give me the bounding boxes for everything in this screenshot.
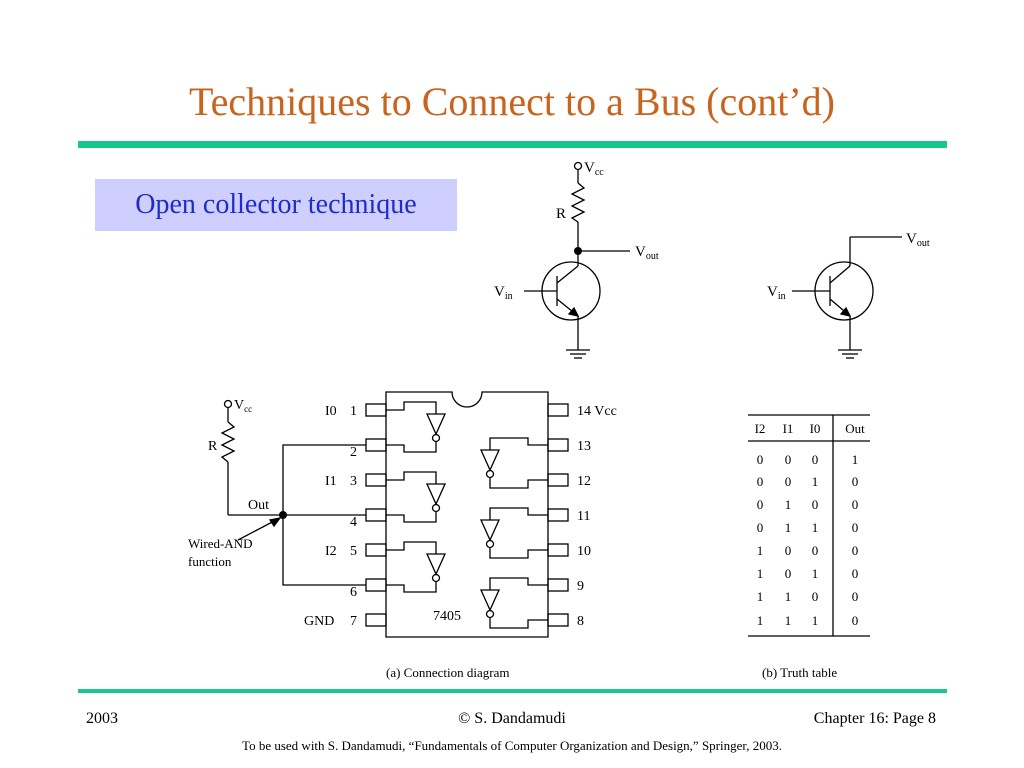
footer-page-number: Chapter 16: Page 8 [813, 710, 936, 727]
transistor-circuit-with-resistor [524, 161, 630, 359]
truth-table-cell: 0 [785, 543, 792, 558]
truth-table-header: Out [845, 421, 865, 436]
truth-table-caption: (b) Truth table [762, 665, 837, 680]
truth-table-cell: 1 [812, 474, 819, 489]
truth-table-cell: 0 [757, 474, 764, 489]
vcc-label-1: Vcc [584, 160, 604, 178]
pin-number-6: 6 [350, 585, 357, 600]
truth-table-header: I1 [783, 421, 794, 436]
chip-7405-body [385, 391, 549, 638]
truth-table-cell: 0 [757, 497, 764, 512]
truth-table-cell: 0 [852, 543, 859, 558]
truth-table-cell: 1 [757, 613, 764, 628]
truth-table-cell: 0 [852, 566, 859, 581]
slide-title: Techniques to Connect to a Bus (cont’d) [189, 79, 835, 124]
pin-label-12: 12 [577, 474, 591, 489]
truth-table-cell: 0 [812, 497, 819, 512]
pin-number-2: 2 [350, 445, 357, 460]
truth-table-cell: 1 [812, 613, 819, 628]
pin-number-3: 3 [350, 474, 357, 489]
pin-label-9: 9 [577, 579, 584, 594]
wired-and-node [279, 511, 287, 519]
pin-number-7: 7 [350, 614, 357, 629]
pin-name-i1: I1 [325, 474, 337, 489]
pin-label-8: 8 [577, 614, 584, 629]
truth-table-cell: 0 [852, 497, 859, 512]
truth-table-cell: 1 [757, 566, 764, 581]
truth-table-cell: 1 [812, 520, 819, 535]
wired-and-resistor [220, 421, 236, 463]
truth-table-cell: 0 [812, 452, 819, 467]
truth-table-cell: 0 [852, 474, 859, 489]
vcc-label-wired: Vcc [234, 398, 252, 414]
resistor-label-wired: R [208, 439, 218, 454]
truth-table-cell: 1 [785, 497, 792, 512]
vcc-terminal-wired [223, 399, 233, 409]
truth-table-header: I2 [755, 421, 766, 436]
vin-label-2: Vin [767, 284, 786, 302]
footer-note: To be used with S. Dandamudi, “Fundament… [242, 738, 782, 753]
bottom-divider [78, 689, 947, 693]
chip-label: 7405 [433, 609, 461, 624]
pin-number-4: 4 [350, 515, 357, 530]
pin-name-i0: I0 [325, 404, 337, 419]
top-divider [78, 141, 947, 148]
pin-number-5: 5 [350, 544, 357, 559]
pin-label-13: 13 [577, 439, 591, 454]
truth-table-cell: 1 [785, 613, 792, 628]
footer-year: 2003 [86, 710, 118, 727]
vin-label-1: Vin [494, 284, 513, 302]
truth-table-cell: 1 [812, 566, 819, 581]
pin-name-i2: I2 [325, 544, 337, 559]
truth-table-header: I0 [810, 421, 821, 436]
connection-diagram [220, 391, 870, 638]
truth-table-cell: 0 [812, 543, 819, 558]
truth-table-cell: 1 [785, 589, 792, 604]
connection-diagram-caption: (a) Connection diagram [386, 665, 509, 680]
truth-table-cell: 0 [785, 452, 792, 467]
truth-table-cell: 0 [757, 520, 764, 535]
truth-table-cell: 1 [852, 452, 859, 467]
transistor-circuit-open [792, 236, 902, 359]
wired-and-label-line1: Wired-AND [188, 536, 252, 551]
section-badge: Open collector technique [95, 179, 457, 231]
vout-label-1: Vout [635, 244, 659, 262]
truth-table-cell: 0 [785, 474, 792, 489]
footer-author: © S. Dandamudi [458, 710, 566, 727]
vout-label-2: Vout [906, 231, 930, 249]
pin-name-gnd: GND [304, 614, 334, 629]
truth-table-cell: 0 [785, 566, 792, 581]
truth-table-cell: 0 [852, 589, 859, 604]
truth-table-cell: 0 [757, 452, 764, 467]
truth-table-cell: 0 [852, 613, 859, 628]
pin-label-11: 11 [577, 509, 590, 524]
truth-table-cell: 1 [785, 520, 792, 535]
truth-table-cell: 0 [852, 520, 859, 535]
pin-label-10: 10 [577, 544, 591, 559]
resistor-label-1: R [556, 206, 566, 222]
truth-table-cell: 1 [757, 543, 764, 558]
wired-and-label-line2: function [188, 554, 232, 569]
truth-table-cell: 0 [812, 589, 819, 604]
pullup-resistor [570, 182, 586, 223]
vcc-terminal [573, 161, 583, 171]
truth-table-cell: 1 [757, 589, 764, 604]
pin-label-14: 14 Vcc [577, 404, 617, 419]
out-label: Out [248, 498, 269, 513]
pin-number-1: 1 [350, 404, 357, 419]
truth-table: I2 I1 I0 Out 0 0 0 1 0 0 1 0 0 1 0 0 0 1… [755, 421, 866, 628]
